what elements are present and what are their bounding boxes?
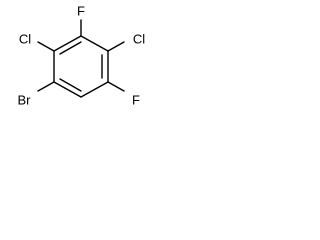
bond-ring-top-right (80, 35, 109, 52)
substituent-bonds (37, 19, 125, 92)
benzene-ring (53, 35, 109, 98)
atom-label-f-right: F (132, 92, 140, 107)
double-bond-inner-bottom-left (59, 78, 82, 92)
bond-ring-top-left (53, 35, 82, 52)
bond-cl-right (107, 41, 125, 52)
bond-br (37, 81, 55, 92)
double-bond-inner-top-left (59, 41, 82, 55)
bond-cl-left (37, 41, 55, 52)
molecule-structure-diagram: F Cl Cl Br F (18, 3, 146, 107)
atom-label-cl-right: Cl (133, 31, 145, 46)
atom-label-f-top: F (77, 3, 85, 18)
atom-label-cl-left: Cl (19, 31, 31, 46)
bond-ring-bottom-left (53, 81, 82, 98)
atom-label-br: Br (18, 92, 32, 107)
bond-ring-bottom-right (80, 81, 109, 98)
bond-f-right (107, 81, 125, 92)
